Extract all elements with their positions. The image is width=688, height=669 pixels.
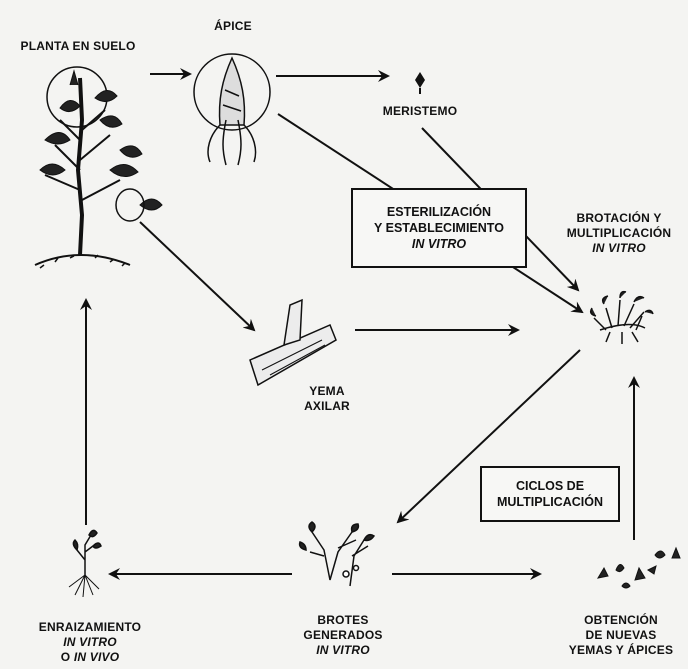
axillary-bud-illustration <box>250 300 336 385</box>
meristem-illustration <box>415 72 425 94</box>
label-enraizamiento: ENRAIZAMIENTO IN VITRO O IN VIVO <box>20 620 160 665</box>
label-brotes-generados: BROTES GENERADOS IN VITRO <box>298 613 388 658</box>
shoot-multiplication-illustration <box>591 292 653 344</box>
label-yema-axilar: YEMA AXILAR <box>292 384 362 414</box>
label-apice: ÁPICE <box>208 19 258 34</box>
label-obtencion-yemas: OBTENCIÓN DE NUEVAS YEMAS Y ÁPICES <box>556 613 686 658</box>
apex-illustration <box>194 54 270 165</box>
arrow-plant-to-bud <box>140 222 254 330</box>
plant-in-soil-illustration <box>35 67 162 268</box>
label-brotacion-multiplicacion: BROTACIÓN Y MULTIPLICACIÓN IN VITRO <box>554 211 684 256</box>
generated-shoots-illustration <box>300 522 374 586</box>
label-meristemo: MERISTEMO <box>370 104 470 119</box>
label-planta-en-suelo: PLANTA EN SUELO <box>8 39 148 54</box>
box-ciclos-multiplicacion: CICLOS DE MULTIPLICACIÓN <box>480 466 620 522</box>
box-esterilizacion: ESTERILIZACIÓN Y ESTABLECIMIENTO IN VITR… <box>351 188 527 268</box>
rooted-plantlet-illustration <box>69 530 101 597</box>
new-buds-illustration <box>598 548 680 588</box>
